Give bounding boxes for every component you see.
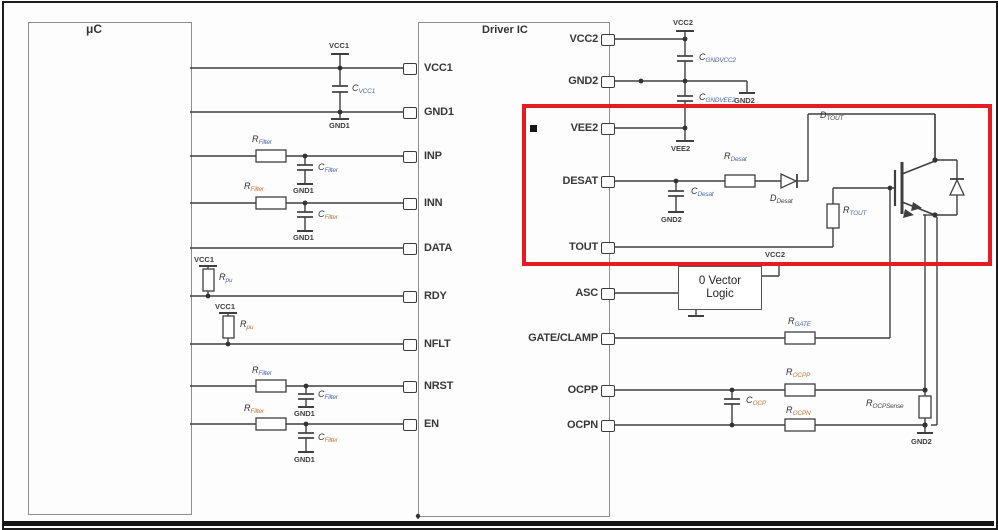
gnd2-label: GND2 bbox=[661, 215, 682, 224]
pin-asc bbox=[601, 288, 615, 300]
ddesat-label: DDesat bbox=[770, 193, 793, 205]
cfilter-label: CFilter bbox=[318, 162, 338, 174]
pin-rdy bbox=[403, 291, 417, 303]
pin-label-tout: TOUT bbox=[569, 241, 598, 253]
rtout-label: RTOUT bbox=[843, 205, 867, 217]
pin-label-inp: INP bbox=[424, 150, 442, 162]
cocp-label: COCP bbox=[746, 395, 766, 407]
pin-vcc1 bbox=[403, 63, 417, 75]
dtout-label: DTOUT bbox=[820, 110, 844, 122]
cfilter-label: CFilter bbox=[318, 209, 338, 221]
desat-diode bbox=[780, 172, 798, 190]
driver-output-side-wires bbox=[615, 30, 938, 434]
pin-inp bbox=[403, 151, 417, 163]
rocpsense-label: ROCPSense bbox=[866, 398, 904, 410]
pin-label-desat: DESAT bbox=[562, 175, 599, 187]
pin-label-nflt: NFLT bbox=[424, 338, 451, 350]
pin-label-inn: INN bbox=[424, 197, 443, 209]
cdesat-label: CDesat bbox=[691, 186, 714, 198]
pin-nflt bbox=[403, 339, 417, 351]
gnd2-label: GND2 bbox=[911, 437, 932, 446]
rail-vee2-label: VEE2 bbox=[671, 144, 691, 153]
freewheel-diode bbox=[935, 159, 966, 216]
cgndvee2-label: CGNDVEE2 bbox=[699, 92, 736, 104]
pin-gate-clamp bbox=[601, 333, 615, 345]
highlight-red-box bbox=[522, 104, 992, 266]
rail-vcc1-label: VCC1 bbox=[215, 302, 236, 311]
pin-label-rdy: RDY bbox=[424, 290, 447, 302]
microcontroller-side-wires bbox=[190, 53, 419, 519]
zero-vector-logic-block: 0 Vector Logic bbox=[678, 266, 762, 310]
pin-label-gnd2: GND2 bbox=[568, 75, 598, 87]
junction-dots bbox=[205, 36, 938, 519]
rgate-label: RGATE bbox=[788, 316, 811, 328]
pin-vcc2 bbox=[601, 34, 615, 46]
pin-nrst bbox=[403, 381, 417, 393]
pin-en bbox=[403, 419, 417, 431]
pin-gnd1 bbox=[403, 107, 417, 119]
pin-gnd2 bbox=[601, 76, 615, 88]
pin-desat bbox=[601, 176, 615, 188]
pin-label-gnd1: GND1 bbox=[424, 106, 454, 118]
rocpn-label: ROCPN bbox=[786, 405, 811, 417]
gnd2-label: GND2 bbox=[734, 96, 755, 105]
pin-data bbox=[403, 243, 417, 255]
pin-label-vcc1: VCC1 bbox=[424, 62, 453, 74]
gnd1-label: GND1 bbox=[293, 233, 314, 242]
cfilter-label: CFilter bbox=[318, 389, 338, 401]
gnd1-label: GND1 bbox=[294, 455, 315, 464]
rail-vcc1-label: VCC1 bbox=[329, 41, 350, 50]
pin-label-asc: ASC bbox=[575, 287, 598, 299]
zero-vector-logic-line1: 0 Vector bbox=[698, 274, 742, 287]
rail-vcc1-label: VCC1 bbox=[194, 255, 215, 264]
pin-label-en: EN bbox=[424, 418, 439, 430]
pin-vee2 bbox=[601, 123, 615, 135]
rfilter-label: RFilter bbox=[252, 134, 272, 146]
driver-ic-block bbox=[418, 22, 610, 517]
pin-tout bbox=[601, 242, 615, 254]
figure-bottom-rule bbox=[3, 521, 994, 526]
pin-label-gate-clamp: GATE/CLAMP bbox=[528, 332, 598, 344]
pin-label-data: DATA bbox=[424, 242, 453, 254]
rocpp-label: ROCPP bbox=[786, 367, 811, 379]
rfilter-label: RFilter bbox=[244, 403, 264, 415]
rail-vcc2-label: VCC2 bbox=[765, 250, 786, 259]
igbt-symbol bbox=[893, 114, 936, 218]
rpu-label: Rpu bbox=[219, 272, 233, 284]
driver-ic-title: Driver IC bbox=[482, 24, 528, 36]
rdesat-label: RDesat bbox=[724, 151, 747, 163]
cgndvcc2-label: CGNDVCC2 bbox=[699, 52, 736, 64]
bullet-marker bbox=[530, 125, 537, 132]
pin-ocpp bbox=[601, 385, 615, 397]
pin-label-vee2: VEE2 bbox=[570, 122, 599, 134]
cfilter-label: CFilter bbox=[318, 432, 338, 444]
pin-label-nrst: NRST bbox=[424, 380, 454, 392]
cvcc1-label: CVCC1 bbox=[352, 83, 376, 95]
uc-block-title: μC bbox=[86, 22, 103, 36]
microcontroller-block bbox=[28, 22, 192, 515]
gnd1-label: GND1 bbox=[294, 409, 315, 418]
pin-inn bbox=[403, 198, 417, 210]
rail-vcc2-label: VCC2 bbox=[673, 18, 694, 27]
pin-ocpn bbox=[601, 420, 615, 432]
rfilter-label: RFilter bbox=[244, 181, 264, 193]
rpu-label: Rpu bbox=[240, 319, 254, 331]
gnd1-label: GND1 bbox=[293, 186, 314, 195]
pin-label-vcc2: VCC2 bbox=[569, 33, 598, 45]
pin-label-ocpn: OCPN bbox=[567, 419, 598, 431]
gnd1-label: GND1 bbox=[329, 121, 350, 130]
rfilter-label: RFilter bbox=[252, 365, 272, 377]
pin-label-ocpp: OCPP bbox=[567, 384, 599, 396]
zero-vector-logic-line2: Logic bbox=[706, 288, 734, 300]
